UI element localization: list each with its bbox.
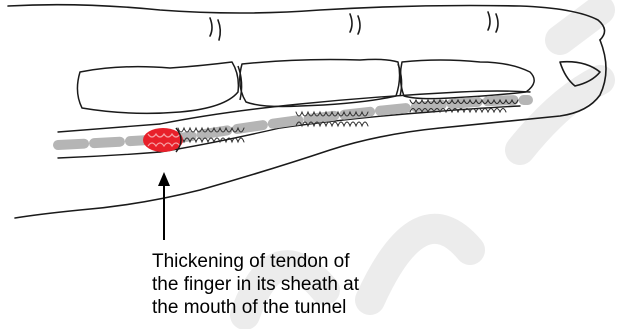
- caption-line-2: the finger in its sheath at: [152, 273, 452, 296]
- crease-3: [488, 12, 498, 32]
- crease-1: [210, 18, 220, 40]
- caption-line-1: Thickening of tendon of: [152, 250, 452, 273]
- caption: Thickening of tendon of the finger in it…: [152, 250, 452, 319]
- tendon-thickening: [143, 128, 183, 152]
- crease-2: [350, 14, 360, 34]
- proximal-phalanx: [77, 62, 238, 113]
- middle-phalanx: [240, 59, 400, 106]
- arrow-up-icon: [158, 172, 170, 240]
- finger-outline: [8, 5, 606, 218]
- caption-line-3: the mouth of the tunnel: [152, 296, 452, 319]
- distal-phalanx: [400, 60, 534, 99]
